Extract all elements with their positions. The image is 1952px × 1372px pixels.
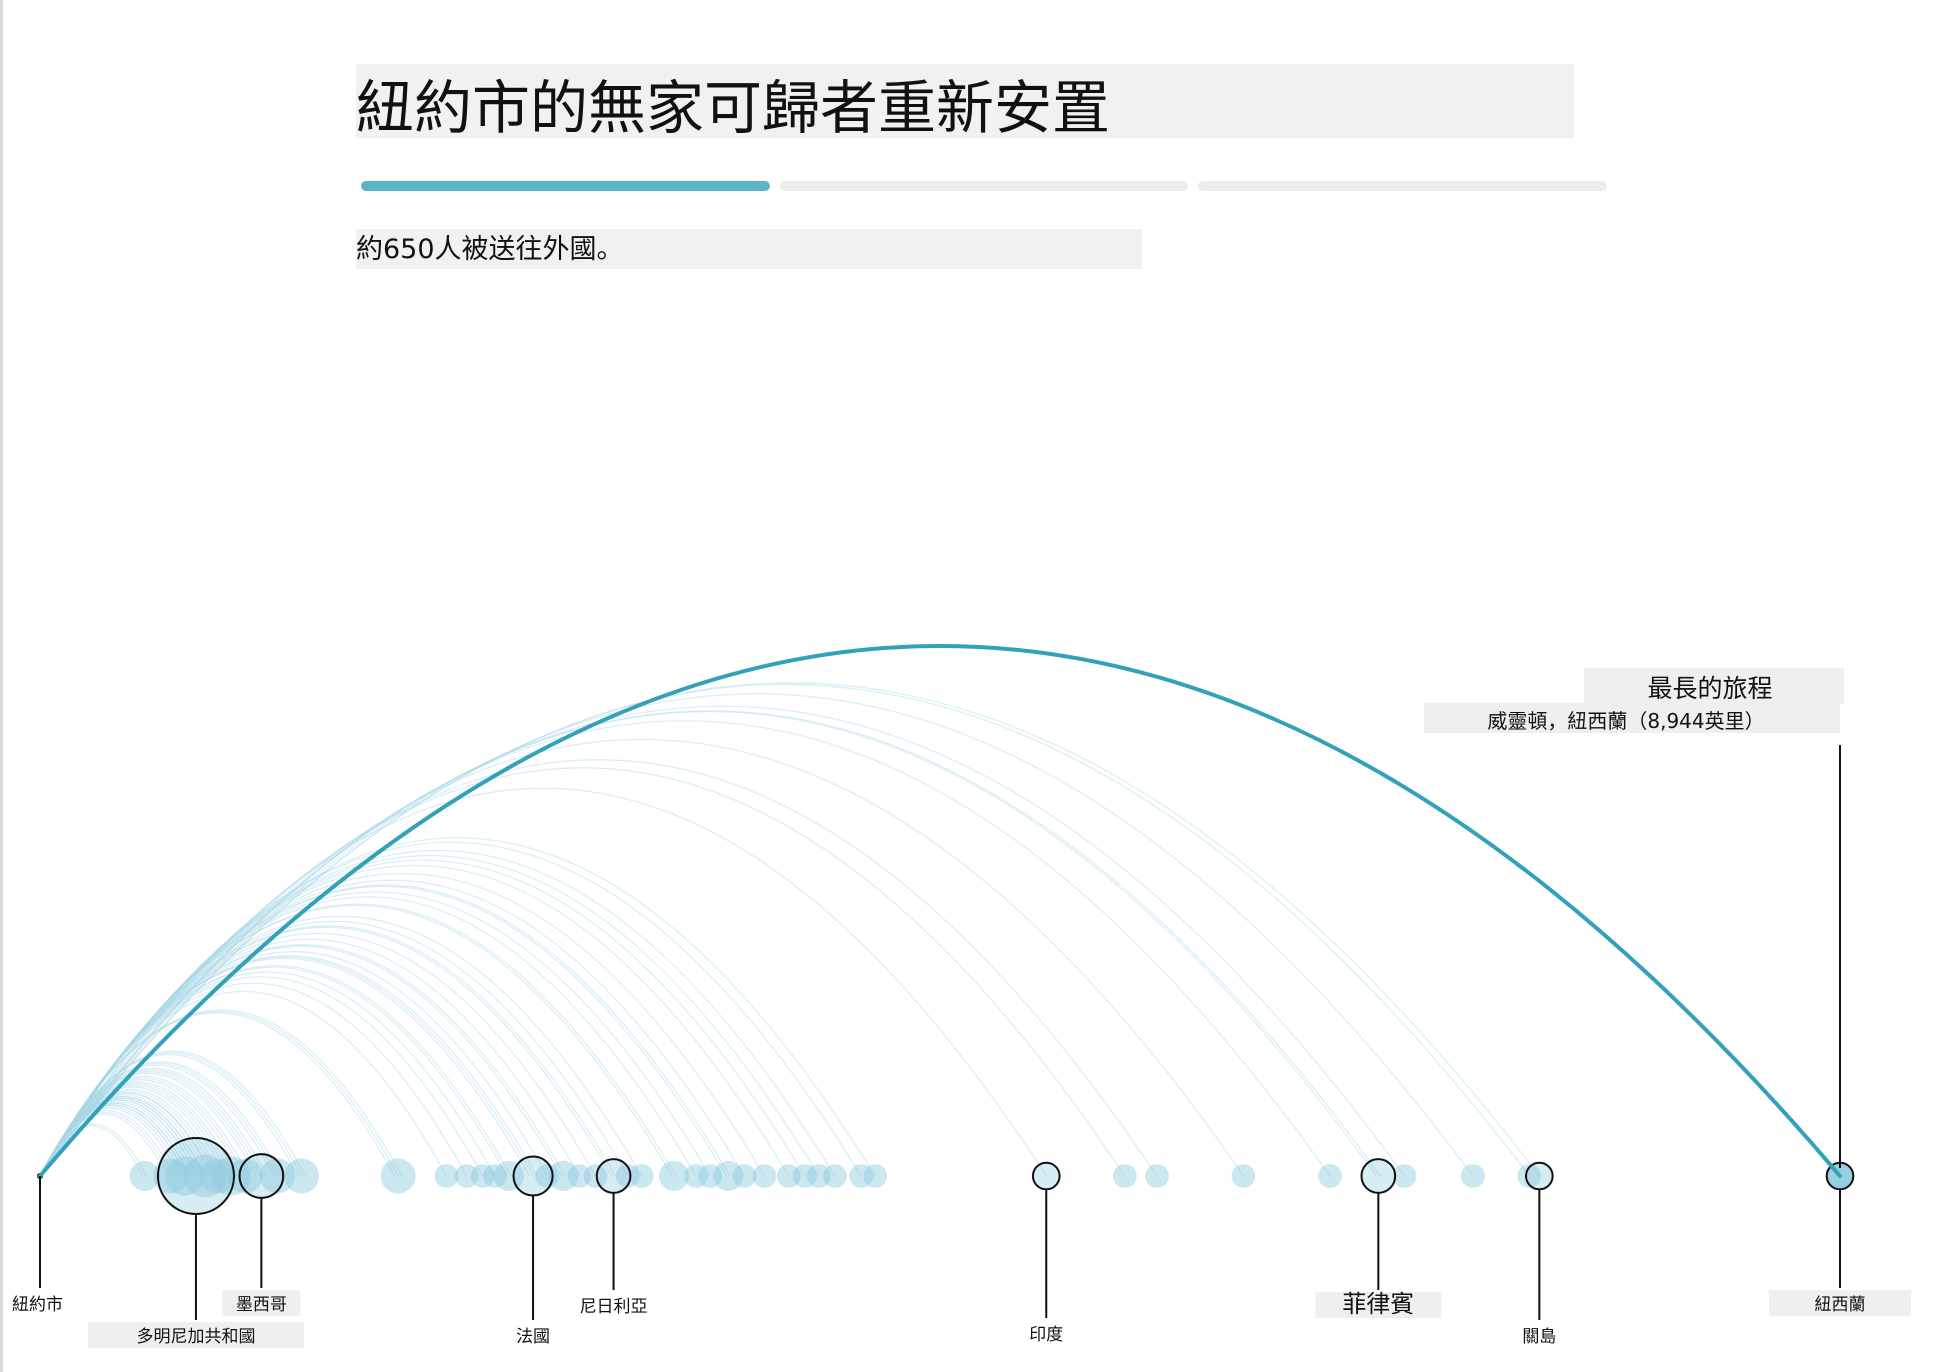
destination-label: 墨西哥 [236,1295,287,1315]
destination-label: 紐西蘭 [1815,1295,1866,1315]
arc-faint [40,683,1539,1176]
destination-ring[interactable] [1033,1163,1060,1190]
destination-ring[interactable] [514,1156,553,1195]
destination-ring[interactable] [1526,1163,1553,1190]
destination-label: 紐約市 [12,1295,63,1315]
destination-ring[interactable] [1361,1159,1395,1193]
faint-arcs [40,683,1539,1176]
longest-trip-heading: 最長的旅程 [1647,674,1772,703]
destination-labels: 紐約市多明尼加共和國 墨西哥法國 尼日利亞印度 菲律賓關島 紐西蘭 最長的旅程威靈頓，紐西… [12,668,1911,1348]
destination-label: 尼日利亞 [580,1297,648,1317]
destination-label: 菲律賓 [1342,1290,1414,1318]
destination-ring[interactable] [158,1138,234,1214]
destination-label: 關島 [1522,1327,1556,1347]
destination-dot [284,1158,319,1193]
destination-ring[interactable] [597,1159,631,1193]
longest-trip-detail: 威靈頓，紐西蘭（8,944英里） [1487,709,1764,733]
destination-dot [823,1164,847,1188]
arc-faint [40,706,1404,1176]
destination-label: 印度 [1029,1325,1063,1345]
destination-dots [37,1138,1853,1214]
destination-dot [630,1164,654,1188]
destination-dot [1461,1164,1485,1188]
destination-dot [1145,1164,1169,1188]
destination-dot [753,1164,777,1188]
destination-label: 法國 [516,1327,550,1347]
destination-dot [863,1164,887,1188]
destination-dot [1232,1164,1256,1188]
destination-ring[interactable] [240,1154,284,1198]
destination-label: 多明尼加共和國 [136,1327,255,1347]
destination-dot [381,1158,416,1193]
destination-dot [1318,1164,1342,1188]
destination-dot [1113,1164,1137,1188]
arc-faint [40,685,1529,1176]
